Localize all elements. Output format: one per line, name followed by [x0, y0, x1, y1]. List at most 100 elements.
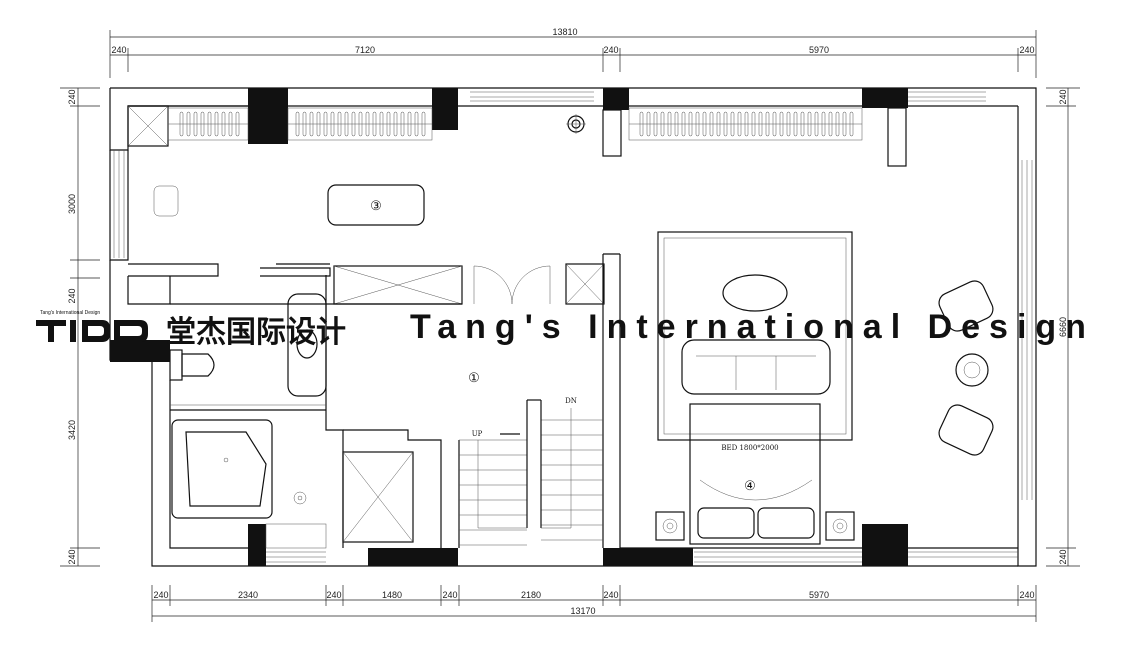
stair-down-label: DN [565, 397, 577, 405]
hanger-mark [709, 111, 714, 137]
room-3-label: ③ [370, 199, 382, 214]
dim-left-3: 3420 [67, 420, 77, 440]
dim-top-1: 7120 [355, 45, 375, 55]
dim-right-0: 240 [1058, 89, 1068, 104]
hanger-mark [828, 111, 833, 137]
elevator-shaft-icon [342, 451, 414, 543]
hanger-mark [674, 111, 679, 137]
hanger-mark [365, 111, 370, 137]
hanger-mark [653, 111, 658, 137]
dim-left-1: 3000 [67, 194, 77, 214]
hanger-mark [814, 111, 819, 137]
armchair-bottom-icon [938, 404, 994, 456]
hanger-mark [200, 111, 205, 137]
hanger-mark [835, 111, 840, 137]
hanger-mark [849, 111, 854, 137]
hanger-mark [407, 111, 412, 137]
hanger-mark [779, 111, 784, 137]
hanger-mark [186, 111, 191, 137]
hanger-mark [309, 111, 314, 137]
bathtub-icon [171, 419, 273, 519]
hanger-mark [372, 111, 377, 137]
bed-icon [689, 403, 821, 545]
hanger-mark [842, 111, 847, 137]
watermark-chinese-text: 堂杰国际设计 [166, 315, 346, 350]
bed-label: BED 1800*2000 [721, 444, 778, 452]
armchair-top-icon [938, 280, 994, 332]
hanger-mark [235, 111, 240, 137]
dim-bottom-2: 240 [326, 590, 341, 600]
hanger-mark [751, 111, 756, 137]
hanger-mark [744, 111, 749, 137]
dim-top-3: 5970 [809, 45, 829, 55]
floor-drain-icon [293, 491, 307, 505]
dim-left-2: 240 [67, 288, 77, 303]
nightstand-left-icon [655, 511, 685, 541]
hanger-mark [344, 111, 349, 137]
hanger-mark [639, 111, 644, 137]
hanger-mark [737, 111, 742, 137]
hanger-marks [179, 111, 854, 137]
dim-bottom-total: 13170 [570, 606, 595, 616]
hanger-mark [214, 111, 219, 137]
toilet-icon [169, 349, 215, 381]
hanger-mark [793, 111, 798, 137]
outer-walls [109, 87, 1037, 567]
top-dimension-lines [109, 30, 1037, 78]
hanger-mark [379, 111, 384, 137]
side-table-icon [955, 353, 989, 387]
right-dimension-lines [1046, 87, 1080, 567]
wall-niche-icon [153, 185, 179, 217]
hanger-mark [302, 111, 307, 137]
hanger-mark [351, 111, 356, 137]
dim-bottom-6: 240 [603, 590, 618, 600]
hanger-mark [660, 111, 665, 137]
hanger-mark [421, 111, 426, 137]
dim-bottom-8: 240 [1019, 590, 1034, 600]
hanger-mark [193, 111, 198, 137]
hanger-mark [681, 111, 686, 137]
room-4-label: ④ [744, 479, 756, 494]
hanger-mark [323, 111, 328, 137]
hanger-mark [821, 111, 826, 137]
dim-right-1: 6660 [1058, 317, 1068, 337]
hanger-mark [228, 111, 233, 137]
dim-bottom-3: 1480 [382, 590, 402, 600]
vanity-sink [287, 293, 327, 397]
hanger-mark [716, 111, 721, 137]
hanger-mark [765, 111, 770, 137]
dim-bottom-1: 2340 [238, 590, 258, 600]
ceiling-light-icon [566, 114, 586, 134]
hanger-mark [386, 111, 391, 137]
room-1-label: ① [468, 371, 480, 386]
dim-right-2: 240 [1058, 549, 1068, 564]
ottoman-icon [722, 274, 788, 312]
bath-mat [265, 523, 327, 549]
hanger-mark [786, 111, 791, 137]
dim-top-0: 240 [111, 45, 126, 55]
dim-top-total: 13810 [552, 27, 577, 37]
hanger-mark [393, 111, 398, 137]
sofa-icon [681, 339, 831, 395]
nightstand-right-icon [825, 511, 855, 541]
hanger-mark [702, 111, 707, 137]
tidd-logo [36, 320, 148, 342]
hanger-mark [723, 111, 728, 137]
hanger-mark [695, 111, 700, 137]
hanger-mark [358, 111, 363, 137]
dim-top-2: 240 [603, 45, 618, 55]
hanger-mark [400, 111, 405, 137]
double-door [473, 265, 551, 305]
hanger-mark [667, 111, 672, 137]
hanger-mark [295, 111, 300, 137]
hanger-mark [646, 111, 651, 137]
hanger-mark [758, 111, 763, 137]
left-dimension-lines [60, 87, 100, 567]
dim-bottom-0: 240 [153, 590, 168, 600]
bedroom-rug [657, 231, 853, 441]
hanger-mark [800, 111, 805, 137]
dim-top-4: 240 [1019, 45, 1034, 55]
hanger-mark [330, 111, 335, 137]
table-icon [327, 184, 425, 226]
